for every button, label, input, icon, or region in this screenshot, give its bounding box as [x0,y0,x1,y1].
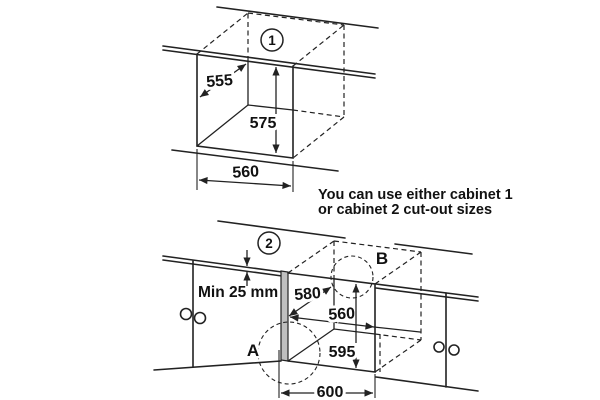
dim-height-value: 575 [250,115,277,132]
dim-depth-580: 580 [288,282,332,317]
dim-depth-value: 555 [206,72,234,91]
cabinet2-badge: 2 [257,231,281,255]
cabinet1-diagram: 555 575 560 1 [162,6,379,192]
dim-height-595: 595 [326,284,360,368]
detail-circle-a: A [244,321,321,385]
cabinet-front-bottom-rail [171,149,339,172]
dim-outer-width-value: 600 [317,384,344,400]
cutout-opening [196,53,294,159]
shelf-hole-icon [433,341,445,353]
detail-a-circle-icon [257,321,321,385]
worktop-front-edges-right [375,283,479,302]
hidden-box-outline [196,12,345,159]
badge-circle-icon [257,231,281,255]
worktop-back-edge-left [217,220,346,239]
detail-circle-b: B [330,247,391,299]
cabinet1-badge: 1 [260,28,284,52]
dim-depth-555: 555 [199,63,247,98]
detail-a-label: A [247,341,259,360]
dim-outer-width-600: 600 [278,350,376,400]
dim-height-value: 595 [329,344,356,361]
shelf-hole-icon [448,344,460,356]
shelf-hole-icon [179,307,193,321]
dim-min-gap-25mm: Min 25 mm [198,250,278,301]
bottom-rail-right [375,376,479,392]
badge-circle-icon [260,28,284,52]
worktop-back-edge-right [394,243,473,255]
cabinet2-diagram: Min 25 mm 580 560 595 600 A [153,220,479,400]
side-panel-strip [280,270,289,362]
dim-depth-value: 580 [294,285,322,304]
detail-b-label: B [376,249,388,268]
badge-number: 1 [268,33,276,48]
badge-number: 2 [265,236,273,251]
worktop-front-edges-left [162,255,283,277]
dim-cutout-width-value: 560 [328,305,356,323]
caption: You can use either cabinet 1 or cabinet … [318,187,513,218]
caption-line2: or cabinet 2 cut-out sizes [318,202,492,218]
worktop-back-edge [216,6,379,29]
detail-b-circle-icon [330,255,374,299]
cabinet-floor-edges [196,104,294,147]
dim-width-value: 560 [232,163,260,181]
shelf-hole-icon [193,311,207,325]
hidden-box-outline [287,240,422,373]
worktop-front-edges [162,45,376,79]
caption-line1: You can use either cabinet 1 [318,187,513,203]
dim-height-575: 575 [247,67,280,153]
dim-cutout-width-560: 560 [289,302,421,333]
min-gap-label: Min 25 mm [198,284,278,301]
